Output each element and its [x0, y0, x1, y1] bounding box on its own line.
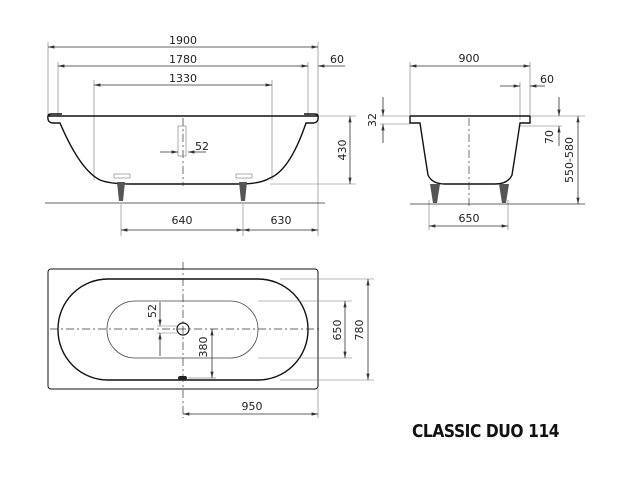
dim-length-bottom: 1330: [169, 72, 197, 85]
dim-depth: 430: [336, 140, 349, 161]
dim-length-overall: 1900: [169, 34, 197, 47]
dim-drain-to-edge: 380: [197, 337, 210, 358]
dim-rim-thickness: 32: [366, 113, 379, 127]
leg-right: [235, 173, 253, 201]
dim-width-overall: 900: [459, 52, 480, 65]
dim-length-inner: 1780: [169, 53, 197, 66]
product-title: CLASSIC DUO 114: [412, 421, 560, 442]
dim-plan-drain-offset: 52: [146, 304, 159, 318]
side-view: 1900 1780 1330 60 52 430 640 630: [45, 34, 356, 236]
dim-end-leg-spacing: 650: [459, 212, 480, 225]
plan-view: 52 380 650 780 950: [47, 262, 374, 418]
leg-left: [113, 173, 131, 201]
dim-drain-offset: 52: [195, 140, 209, 153]
dim-rim-width: 60: [330, 53, 344, 66]
dim-height-range: 550-580: [563, 137, 576, 183]
end-view: 900 60 32 70 550-580 650: [366, 52, 585, 230]
dim-end-rim-width: 60: [540, 73, 554, 86]
dim-inner-width: 650: [331, 320, 344, 341]
dim-leg-spacing: 640: [172, 214, 193, 227]
dim-outer-width: 780: [353, 320, 366, 341]
dim-leg-to-end: 630: [271, 214, 292, 227]
dim-center-to-end: 950: [242, 400, 263, 413]
dim-rim-drop: 70: [543, 130, 556, 144]
